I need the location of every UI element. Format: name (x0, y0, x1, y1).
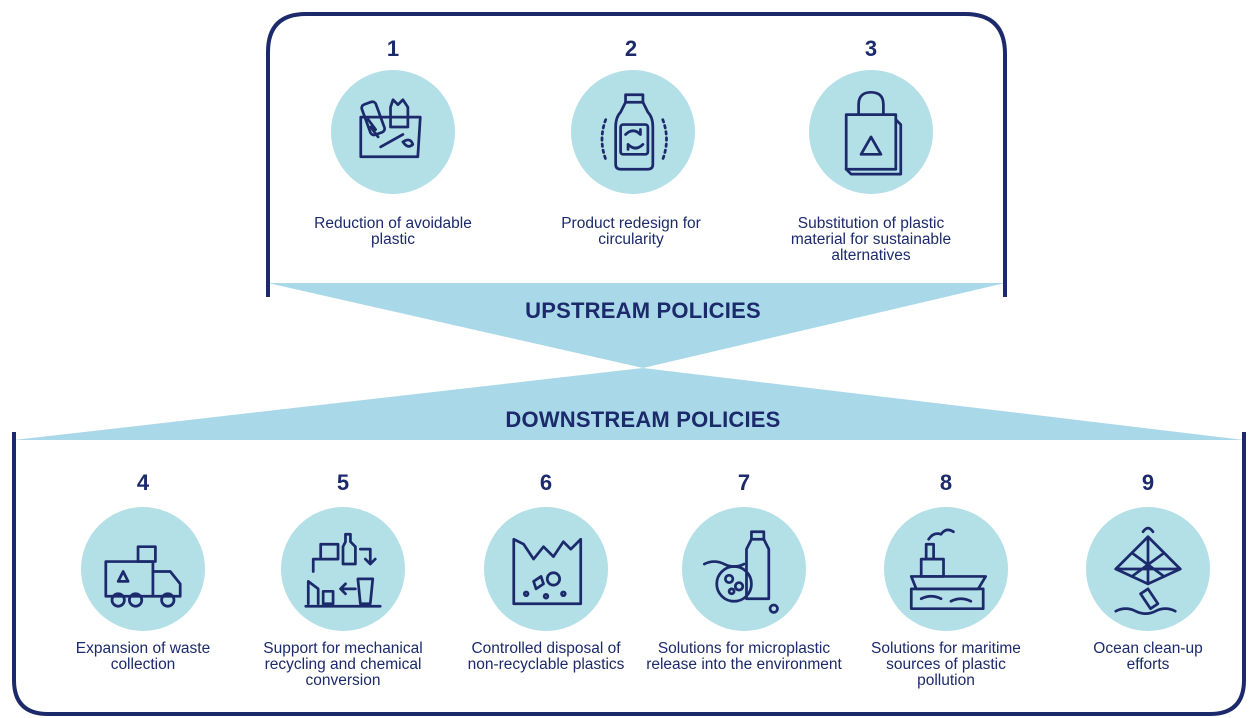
item-number-3: 3 (864, 36, 878, 61)
bottle-recycle-icon (571, 70, 695, 194)
downstream-funnel-band (14, 368, 1244, 440)
microplastic-icon (682, 507, 806, 631)
garbage-truck-icon (81, 507, 205, 631)
plastic-waste-icon (331, 70, 455, 194)
ship-pollution-icon (884, 507, 1008, 631)
item-label-4: Expansion of waste collection (75, 640, 211, 673)
upstream-funnel-band (268, 283, 1005, 368)
item-label-1: Reduction of avoidable plastic (314, 215, 472, 248)
item-number-2: 2 (624, 36, 638, 61)
downstream-title: DOWNSTREAM POLICIES (505, 407, 781, 432)
item-label-3: Substitution of plastic material for sus… (790, 215, 952, 264)
item-number-9: 9 (1141, 470, 1155, 495)
item-number-1: 1 (386, 36, 400, 61)
landfill-icon (484, 507, 608, 631)
recycling-process-icon (281, 507, 405, 631)
item-number-7: 7 (737, 470, 751, 495)
upstream-title: UPSTREAM POLICIES (525, 298, 761, 323)
item-label-2: Product redesign for circularity (561, 215, 701, 248)
recyclable-bag-icon (809, 70, 933, 194)
item-number-4: 4 (136, 470, 150, 495)
item-label-8: Solutions for maritime sources of plasti… (871, 640, 1021, 689)
fishing-net-icon (1086, 507, 1210, 631)
item-number-5: 5 (336, 470, 350, 495)
item-label-5: Support for mechanical recycling and che… (263, 640, 423, 689)
item-label-7: Solutions for microplastic release into … (646, 640, 842, 673)
item-label-6: Controlled disposal of non-recyclable pl… (467, 640, 625, 673)
upstream-frame (266, 12, 1007, 297)
item-number-6: 6 (539, 470, 553, 495)
downstream-frame (12, 432, 1246, 716)
item-label-9: Ocean clean-up efforts (1093, 640, 1203, 673)
item-number-8: 8 (939, 470, 953, 495)
